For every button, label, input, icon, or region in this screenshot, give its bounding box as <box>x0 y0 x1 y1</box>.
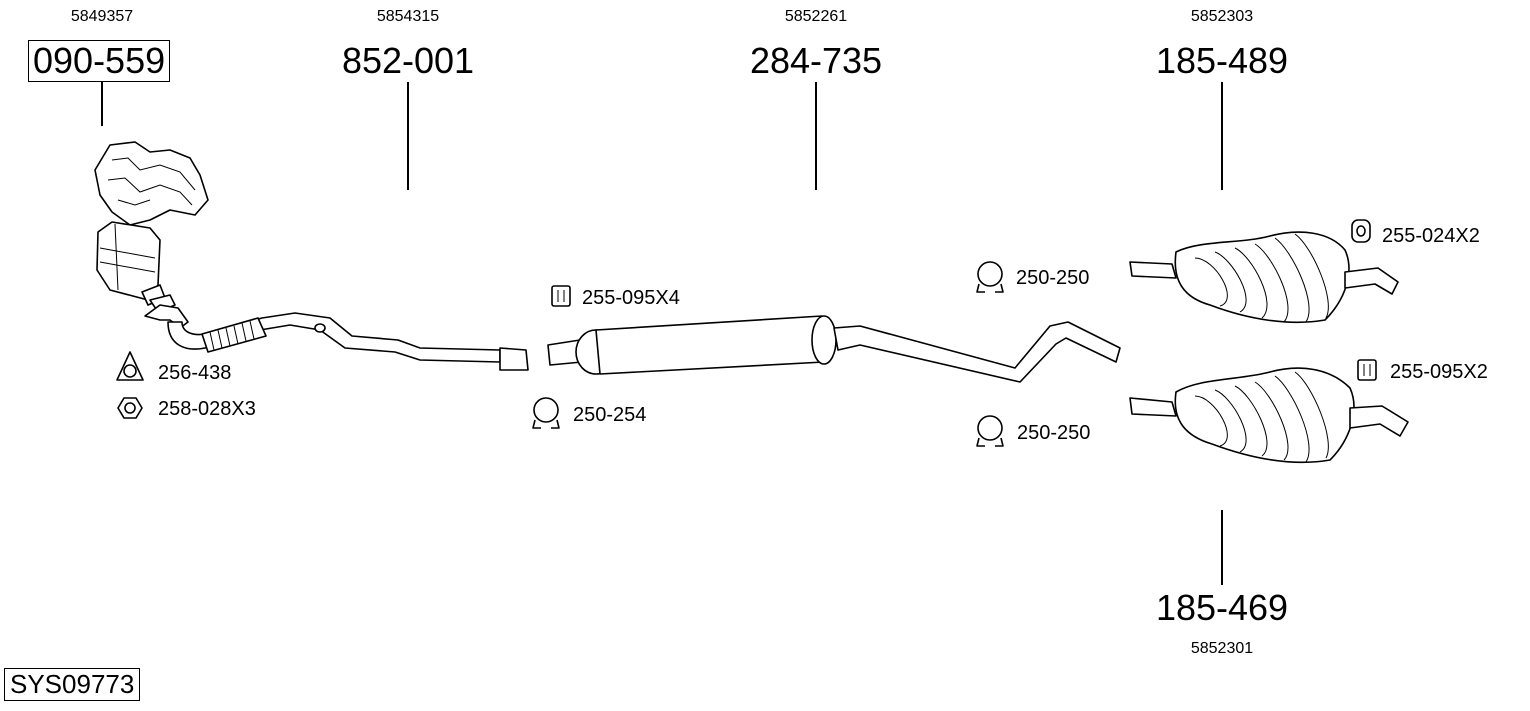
oem-number-185-469: 5852301 <box>1190 640 1254 657</box>
gasket-icon <box>116 351 144 381</box>
part-number-852-001[interactable]: 852-001 <box>341 40 475 81</box>
clamp-icon <box>976 415 1004 447</box>
accessory-label-255-095x4[interactable]: 255-095X4 <box>582 287 680 309</box>
accessory-label-250-250-upper[interactable]: 250-250 <box>1016 267 1090 289</box>
accessory-label-250-250-lower[interactable]: 250-250 <box>1017 422 1091 444</box>
part-number-284-735[interactable]: 284-735 <box>749 40 883 81</box>
exhaust-manifold-catalyst <box>94 141 209 313</box>
part-number-185-489[interactable]: 185-489 <box>1155 40 1289 81</box>
center-silencer-pipe <box>547 315 1121 383</box>
part-number-185-469[interactable]: 185-469 <box>1155 587 1289 628</box>
part-number-090-559[interactable]: 090-559 <box>28 40 171 82</box>
oem-number-090-559: 5849357 <box>70 8 134 25</box>
oem-number-185-489: 5852303 <box>1190 8 1254 25</box>
accessory-label-250-254[interactable]: 250-254 <box>573 404 647 426</box>
clamp-icon <box>532 397 560 429</box>
rubber-ring-icon <box>1351 219 1371 243</box>
oem-number-852-001: 5854315 <box>376 8 440 25</box>
front-pipe <box>144 304 529 371</box>
accessory-label-258-028x3[interactable]: 258-028X3 <box>158 398 256 420</box>
rear-silencer-upper <box>1129 231 1399 324</box>
nut-icon <box>117 397 143 419</box>
system-code: SYS09773 <box>4 668 141 701</box>
accessory-label-256-438[interactable]: 256-438 <box>158 362 232 384</box>
rear-silencer-lower <box>1129 367 1409 464</box>
rubber-mount-icon <box>551 285 571 307</box>
oem-number-284-735: 5852261 <box>784 8 848 25</box>
clamp-icon <box>976 261 1004 293</box>
rubber-mount-icon <box>1357 359 1377 381</box>
accessory-label-255-024x2[interactable]: 255-024X2 <box>1382 225 1480 247</box>
accessory-label-255-095x2[interactable]: 255-095X2 <box>1390 361 1488 383</box>
